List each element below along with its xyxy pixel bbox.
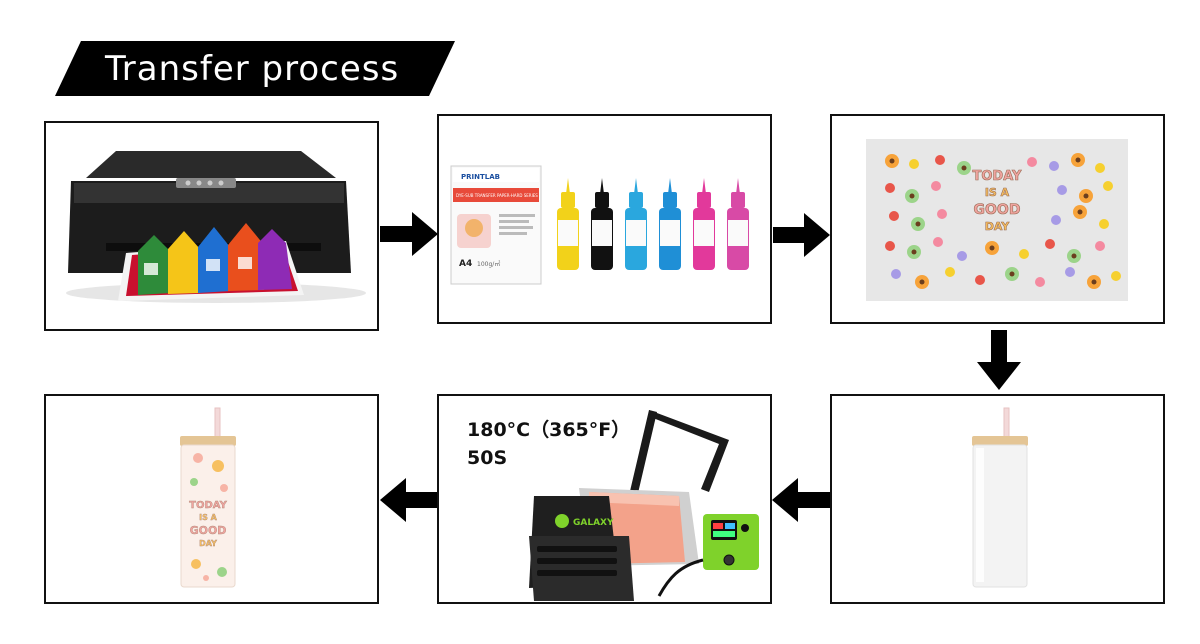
- sticker-mark: [885, 241, 895, 251]
- printer-illustration: [66, 151, 366, 303]
- sticker-center: [1091, 279, 1097, 285]
- ink-bottle: [557, 178, 579, 270]
- arrow-right-icon: [773, 213, 830, 257]
- finished-tumbler-illustration: TODAY IS A GOOD DAY: [180, 407, 236, 588]
- paper-series: DYE-SUB TRANSFER PAPER-HARD SERIES: [456, 193, 538, 198]
- sticker-mark: [885, 183, 895, 193]
- sticker-center: [915, 221, 921, 227]
- sticker-mark: [1049, 161, 1059, 171]
- sticker-mark: [975, 275, 985, 285]
- sticker-center: [1077, 209, 1083, 215]
- sticker-mark: [1019, 249, 1029, 259]
- step-printed-design-panel: TODAY IS A GOOD DAY: [830, 114, 1165, 324]
- sticker-mark: [1099, 219, 1109, 229]
- finished-line-3: GOOD: [190, 524, 227, 537]
- sticker-mark: [935, 155, 945, 165]
- paper-brand: PRINTLAB: [461, 173, 500, 181]
- sticker-mark: [945, 267, 955, 277]
- design-line-4: DAY: [985, 220, 1011, 233]
- step-heat-press-panel: 180°C（365°F） 50S GALAXY: [437, 394, 772, 604]
- printed-design-illustration: TODAY IS A GOOD DAY: [866, 139, 1128, 301]
- sticker-mark: [1051, 215, 1061, 225]
- finished-line-1: TODAY: [189, 500, 227, 511]
- sticker-mark: [1095, 163, 1105, 173]
- paper-ink-illustration: PRINTLAB DYE-SUB TRANSFER PAPER-HARD SER…: [450, 165, 749, 285]
- press-temperature: 180°C（365°F）: [467, 419, 631, 441]
- sticker-mark: [1111, 271, 1121, 281]
- sticker-center: [989, 245, 995, 251]
- sticker-center: [889, 158, 895, 164]
- finished-line-2: IS A: [199, 513, 218, 522]
- sticker-mark: [1057, 185, 1067, 195]
- step-paper-ink-panel: PRINTLAB DYE-SUB TRANSFER PAPER-HARD SER…: [437, 114, 772, 324]
- step-blank-tumbler-panel: [830, 394, 1165, 604]
- ink-bottle: [591, 178, 613, 270]
- arrow-down-icon: [977, 330, 1021, 390]
- page-title: Transfer process: [105, 48, 400, 89]
- arrow-left-icon: [380, 478, 437, 522]
- arrow-right-icon: [380, 212, 438, 256]
- finished-line-4: DAY: [199, 539, 217, 548]
- title-banner: Transfer process: [55, 41, 455, 96]
- sticker-center: [1083, 193, 1089, 199]
- ink-bottle: [693, 178, 715, 270]
- sticker-mark: [909, 159, 919, 169]
- sticker-mark: [1045, 239, 1055, 249]
- sticker-mark: [937, 209, 947, 219]
- heat-press-illustration: GALAXY: [529, 410, 759, 601]
- press-time: 50S: [467, 447, 508, 469]
- sticker-mark: [1095, 241, 1105, 251]
- sticker-center: [919, 279, 925, 285]
- sticker-center: [909, 193, 915, 199]
- press-settings: 180°C（365°F） 50S: [467, 416, 630, 472]
- step-finished-tumbler-panel: TODAY IS A GOOD DAY: [44, 394, 379, 604]
- ink-bottle: [659, 178, 681, 270]
- sticker-mark: [891, 269, 901, 279]
- ink-bottle: [625, 178, 647, 270]
- sticker-mark: [957, 251, 967, 261]
- sticker-mark: [1065, 267, 1075, 277]
- sticker-center: [1075, 157, 1081, 163]
- sticker-center: [1009, 271, 1015, 277]
- sticker-center: [1071, 253, 1077, 259]
- press-brand: GALAXY: [573, 518, 614, 528]
- ink-bottle: [727, 178, 749, 270]
- blank-tumbler-illustration: [972, 407, 1028, 588]
- step-printer-panel: [44, 121, 379, 331]
- sticker-mark: [1027, 157, 1037, 167]
- sticker-mark: [1035, 277, 1045, 287]
- paper-weight: 100g/㎡: [477, 260, 500, 268]
- sticker-mark: [933, 237, 943, 247]
- arrow-left-icon: [772, 478, 830, 522]
- sticker-mark: [1103, 181, 1113, 191]
- sticker-mark: [931, 181, 941, 191]
- sticker-center: [961, 165, 967, 171]
- sticker-center: [911, 249, 917, 255]
- design-line-3: GOOD: [974, 202, 1021, 218]
- design-line-1: TODAY: [973, 169, 1023, 184]
- paper-size: A4: [459, 259, 472, 269]
- sticker-mark: [889, 211, 899, 221]
- design-line-2: IS A: [985, 186, 1010, 199]
